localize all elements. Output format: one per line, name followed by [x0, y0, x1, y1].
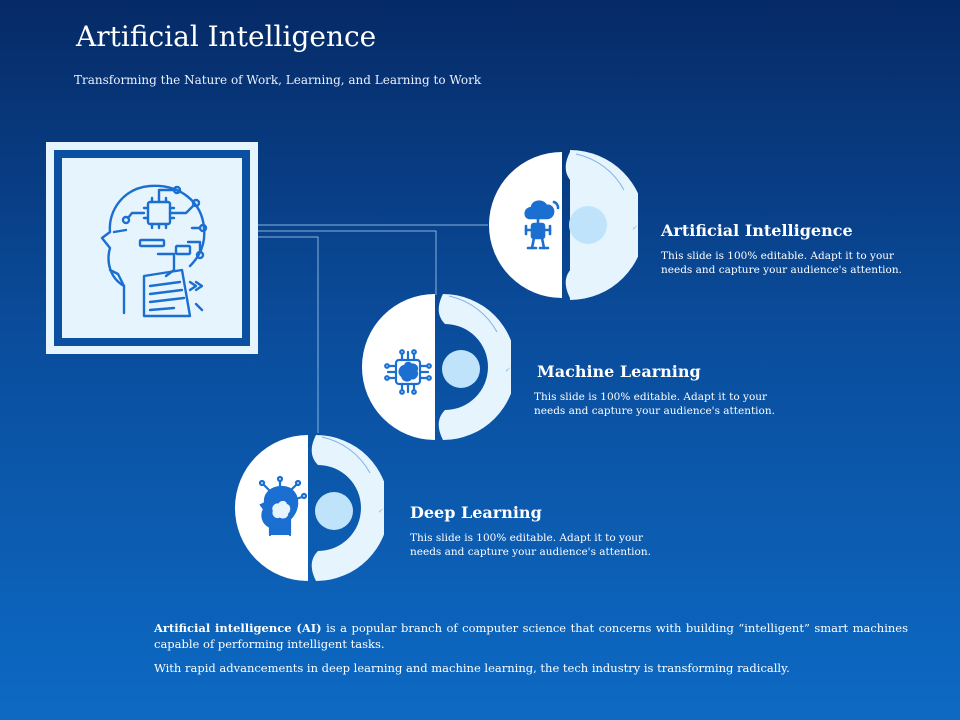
page-subtitle: Transforming the Nature of Work, Learnin… [74, 73, 482, 87]
page-title: Artificial Intelligence [76, 20, 377, 53]
footer-paragraph-1-rest: is a popular branch of computer science … [154, 621, 908, 651]
footer-paragraph-1: Artificial intelligence (AI) is a popula… [154, 620, 908, 652]
ai-head-circuit-icon [100, 184, 208, 318]
head-brain-network-icon [258, 475, 308, 537]
item-desc-ml: This slide is 100% editable. Adapt it to… [534, 391, 775, 417]
dl-item-disc [234, 435, 384, 581]
brain-chip-icon [384, 349, 432, 395]
item-title-dl: Deep Learning [410, 503, 542, 522]
item-title-ml: Machine Learning [537, 362, 701, 381]
footer-paragraph-1-bold: Artificial intelligence (AI) [154, 621, 322, 635]
item-title-ai: Artificial Intelligence [661, 221, 853, 240]
ai-item-disc [488, 150, 638, 300]
hero-image-frame [46, 142, 258, 354]
ml-item-disc [361, 294, 511, 440]
footer-paragraph-2: With rapid advancements in deep learning… [154, 661, 790, 675]
cloud-robot-icon [524, 200, 560, 250]
item-desc-ai: This slide is 100% editable. Adapt it to… [661, 250, 902, 276]
item-desc-dl: This slide is 100% editable. Adapt it to… [410, 532, 651, 558]
